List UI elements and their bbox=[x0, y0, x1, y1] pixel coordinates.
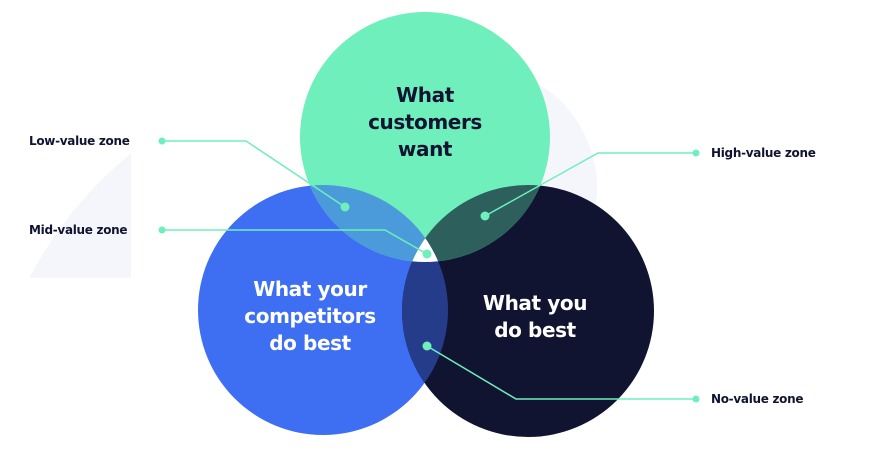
zone-label-mid-value: Mid-value zone bbox=[29, 223, 128, 237]
connector-low-value bbox=[162, 140, 346, 208]
overlap-high-value bbox=[402, 185, 550, 262]
label-customers-line1: What bbox=[396, 83, 454, 107]
connector-no-value bbox=[426, 345, 696, 400]
overlap-low-value bbox=[300, 185, 448, 262]
label-you-line2: do best bbox=[494, 318, 576, 342]
label-customers-line3: want bbox=[397, 137, 453, 161]
zone-label-low-value: Low-value zone bbox=[29, 134, 130, 148]
label-you: What you do best bbox=[460, 290, 610, 344]
zone-label-no-value: No-value zone bbox=[711, 392, 804, 406]
connector-mid-value bbox=[162, 229, 428, 255]
connector-dot-icon bbox=[158, 137, 166, 145]
connector-dot-icon bbox=[158, 226, 166, 234]
zone-label-high-value: High-value zone bbox=[711, 146, 816, 160]
label-customers: What customers want bbox=[345, 82, 505, 163]
decor-left-block bbox=[29, 153, 131, 278]
label-competitors-line2: competitors bbox=[244, 304, 376, 328]
connector-high-value bbox=[484, 152, 696, 217]
label-competitors-line3: do best bbox=[269, 331, 351, 355]
zone-marker-icon bbox=[480, 211, 490, 221]
zone-marker-icon bbox=[422, 341, 432, 351]
zone-marker-icon bbox=[422, 249, 432, 259]
connector-dot-icon bbox=[692, 149, 700, 157]
label-customers-line2: customers bbox=[368, 110, 482, 134]
label-competitors: What your competitors do best bbox=[220, 276, 400, 357]
label-you-line1: What you bbox=[482, 291, 588, 315]
connector-dot-icon bbox=[692, 395, 700, 403]
zone-marker-icon bbox=[340, 202, 350, 212]
label-competitors-line1: What your bbox=[253, 277, 367, 301]
